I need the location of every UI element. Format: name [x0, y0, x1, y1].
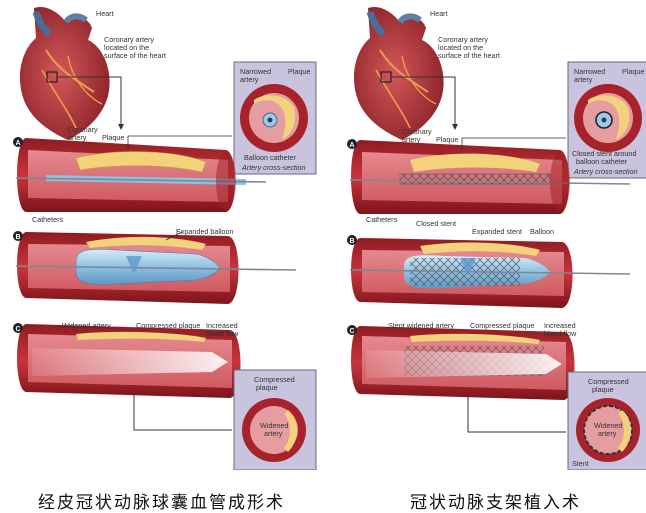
- label-widened-artery: Widened artery: [62, 321, 111, 330]
- label-increased-flow-2: blood flow: [544, 329, 577, 338]
- artery-step-b: [350, 238, 630, 308]
- svg-text:A: A: [15, 140, 20, 147]
- caption-stent: 冠状动脉支架植入术: [410, 488, 581, 513]
- label-compressed-plaque-cs-2: plaque: [256, 383, 278, 392]
- label-heart: Heart: [96, 9, 114, 18]
- label-plaque-cross-section: Plaque: [622, 67, 644, 76]
- heart-illustration: [354, 7, 444, 140]
- heart-illustration: [20, 7, 110, 140]
- label-plaque: Plaque: [436, 135, 458, 144]
- label-balloon: Balloon: [530, 227, 554, 236]
- artery-step-a: [16, 138, 266, 212]
- label-artery-cross-section: Artery cross-section: [241, 163, 306, 172]
- label-coronary-surface-3: surface of the heart: [104, 51, 166, 60]
- svg-text:A: A: [349, 142, 354, 149]
- label-catheters: Catheters: [366, 215, 398, 224]
- label-narrowed-artery-2: artery: [240, 75, 259, 84]
- angioplasty-diagram: Heart Coronary artery located on the sur…: [6, 0, 318, 470]
- stent-diagram: Heart Coronary artery located on the sur…: [340, 0, 646, 470]
- label-closed-stent-around-2: balloon catheter: [576, 157, 628, 166]
- artery-step-b: [16, 232, 296, 304]
- label-compressed-plaque: Compressed plaque: [470, 321, 534, 330]
- label-increased-flow-2: blood flow: [206, 329, 239, 338]
- svg-text:B: B: [349, 238, 354, 245]
- label-plaque-cross-section: Plaque: [288, 67, 310, 76]
- label-plaque: Plaque: [102, 133, 124, 142]
- label-balloon-catheter: Balloon catheter: [244, 153, 297, 162]
- label-expanded-balloon: Expanded balloon: [176, 227, 234, 236]
- label-coronary-artery-2: artery: [402, 135, 421, 144]
- label-widened-artery-cs-2: artery: [264, 429, 283, 438]
- label-widened-artery-cs-2: artery: [598, 429, 617, 438]
- label-narrowed-artery-2: artery: [574, 75, 593, 84]
- svg-text:B: B: [15, 234, 20, 241]
- label-artery-cross-section: Artery cross-section: [573, 167, 638, 176]
- label-compressed-plaque-cs-2: plaque: [592, 385, 614, 394]
- label-stent: Stent: [572, 459, 589, 468]
- label-coronary-surface-3: surface of the heart: [438, 51, 500, 60]
- artery-step-c: [351, 326, 575, 400]
- panel-stent: Heart Coronary artery located on the sur…: [340, 0, 646, 470]
- svg-text:C: C: [349, 328, 354, 335]
- label-stent-widened-artery: Stent widened artery: [388, 321, 454, 330]
- label-heart: Heart: [430, 9, 448, 18]
- label-closed-stent: Closed stent: [416, 219, 456, 228]
- label-compressed-plaque: Compressed plaque: [136, 321, 200, 330]
- caption-angioplasty: 经皮冠状动脉球囊血管成形术: [38, 488, 285, 513]
- label-coronary-artery-2: artery: [68, 133, 87, 142]
- svg-text:C: C: [15, 326, 20, 333]
- panel-angioplasty: Heart Coronary artery located on the sur…: [6, 0, 318, 470]
- label-expanded-stent: Expanded stent: [472, 227, 522, 236]
- label-catheters: Catheters: [32, 215, 64, 224]
